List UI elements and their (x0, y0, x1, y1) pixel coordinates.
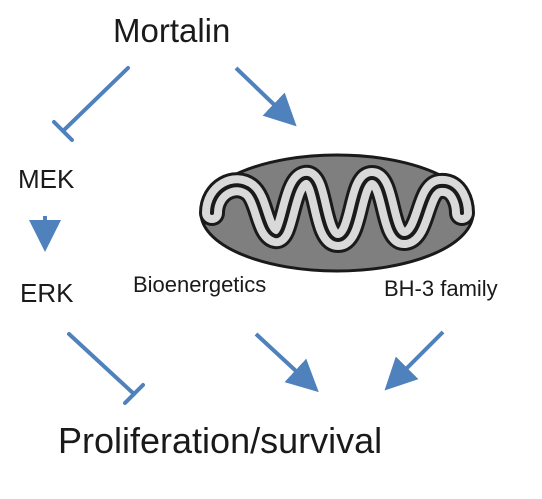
node-bh3-family: BH-3 family (384, 276, 498, 301)
edge-bh3-outcome (384, 330, 445, 391)
node-mek: MEK (18, 164, 75, 194)
edge-mortalin-mek-bar (52, 120, 74, 142)
node-proliferation-survival: Proliferation/survival (58, 420, 383, 461)
node-bioenergetics: Bioenergetics (133, 272, 267, 297)
edge-mortalin-mito (234, 66, 297, 127)
node-erk: ERK (20, 278, 74, 308)
mitochondrion-icon (199, 153, 475, 273)
edge-erk-outcome-bar (123, 383, 145, 405)
edge-bio-outcome (254, 332, 319, 393)
edge-mortalin-mek (61, 66, 130, 133)
node-mortalin: Mortalin (113, 12, 231, 49)
edge-erk-outcome (67, 332, 136, 396)
